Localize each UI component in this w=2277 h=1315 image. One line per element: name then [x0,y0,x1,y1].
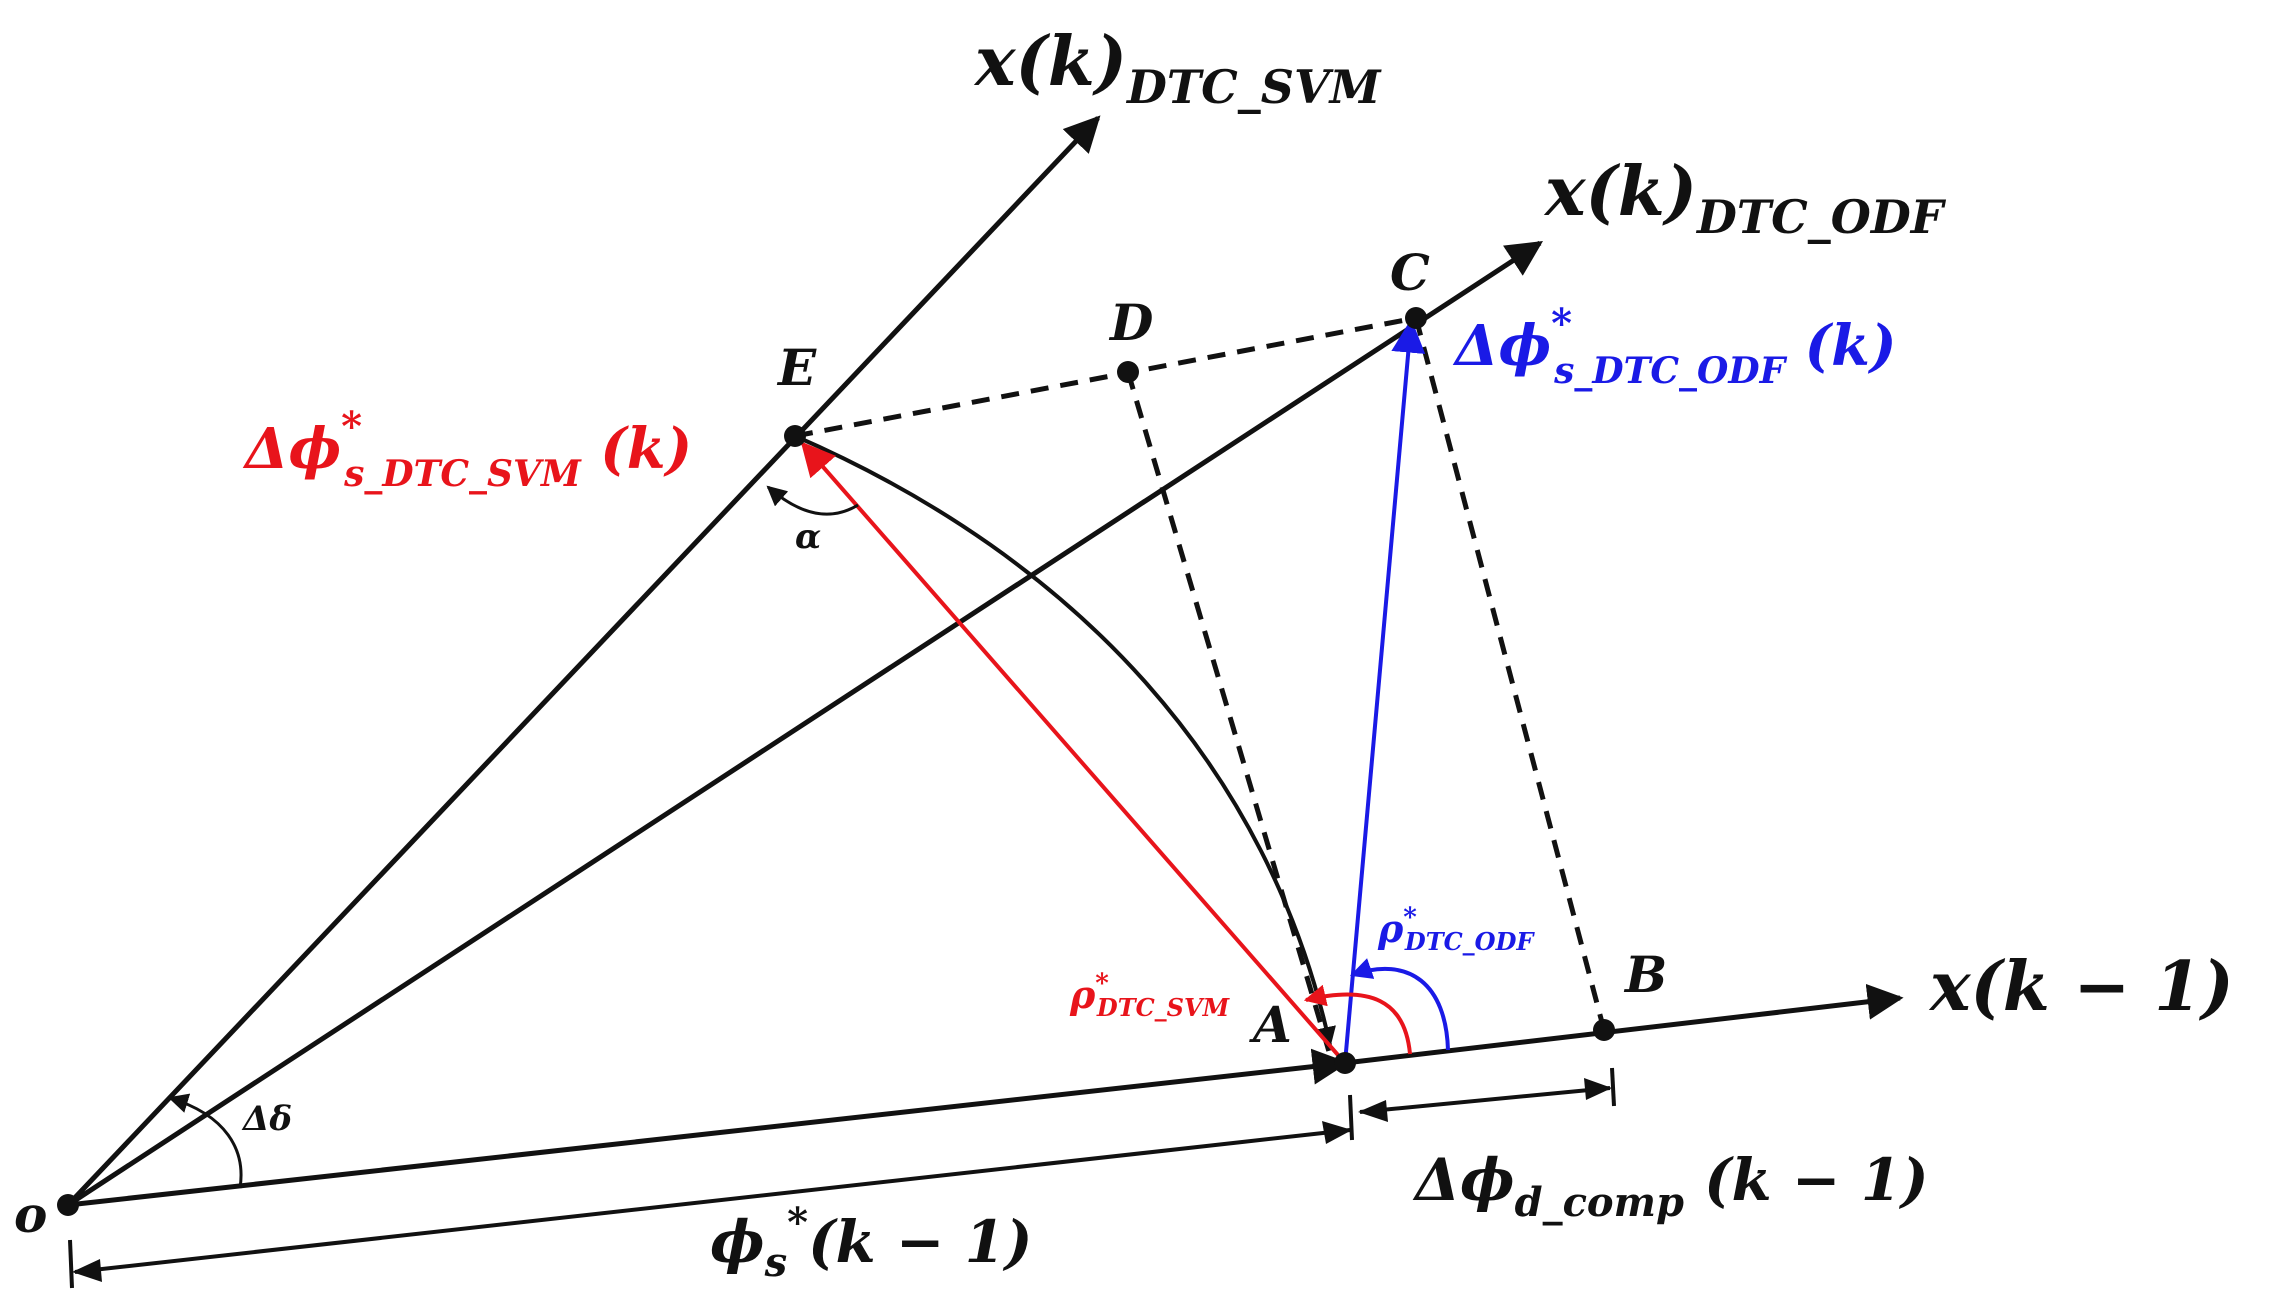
dim-flux-tick-right [1348,1094,1354,1141]
dim-comp-line [1359,1086,1611,1114]
flux-prev-vector [67,1048,1349,1208]
svm-vector-label: Δϕ*s_DTC_SVM (k) [242,403,692,495]
flux-prev-label: ϕs*(k − 1) [710,1199,1032,1286]
odf-vector [1343,318,1426,1064]
axis-svm-label: x(k)DTC_SVM [973,22,1383,114]
label-a: A [1249,995,1292,1054]
dim-flux-arrow-right [1322,1121,1352,1144]
label-d: D [1108,293,1153,352]
dashed-c-b [1413,317,1607,1031]
point-e [784,425,806,447]
axis-prev [1344,983,1904,1066]
dim-comp-arrow-left [1358,1100,1388,1122]
dashed-d-a [1125,371,1333,1056]
comp-label: Δϕd_comp (k − 1) [1412,1146,1929,1226]
label-origin: o [14,1185,47,1244]
axis-dtc-svm [66,115,1101,1207]
dim-flux-arrow-left [72,1259,102,1282]
svm-vector [800,441,1347,1065]
rho-odf-label: ρ*DTC_ODF [1377,903,1535,956]
label-c: C [1390,243,1430,302]
dim-flux-tick-left [68,1239,74,1289]
arc-e-a [794,434,1336,1047]
rho-svm-label: ρ*DTC_SVM [1069,969,1231,1022]
point-origin [57,1194,79,1216]
delta-delta-label: Δδ [241,1099,292,1139]
axis-prev-label: x(k − 1) [1928,947,2234,1027]
dim-comp-tick-right [1610,1067,1616,1107]
rho-svm-arc [1303,984,1412,1055]
alpha-label: α [795,517,821,557]
label-b: B [1623,945,1667,1004]
delta-delta-arc [168,1093,243,1189]
rho-odf-arc [1349,958,1450,1051]
axis-dtc-odf [66,240,1544,1208]
point-c [1405,307,1427,329]
dim-flux-line [74,1128,1351,1274]
dim-comp-arrow-right [1584,1078,1612,1100]
alpha-arc [766,485,859,516]
point-a [1334,1052,1356,1074]
label-e: E [776,338,817,397]
odf-vector-label: Δϕ*s_DTC_ODF (k) [1452,300,1896,392]
axis-odf-label: x(k)DTC_ODF [1543,152,1947,244]
point-d [1117,361,1139,383]
dashed-e-c [794,315,1417,439]
point-b [1593,1019,1615,1041]
